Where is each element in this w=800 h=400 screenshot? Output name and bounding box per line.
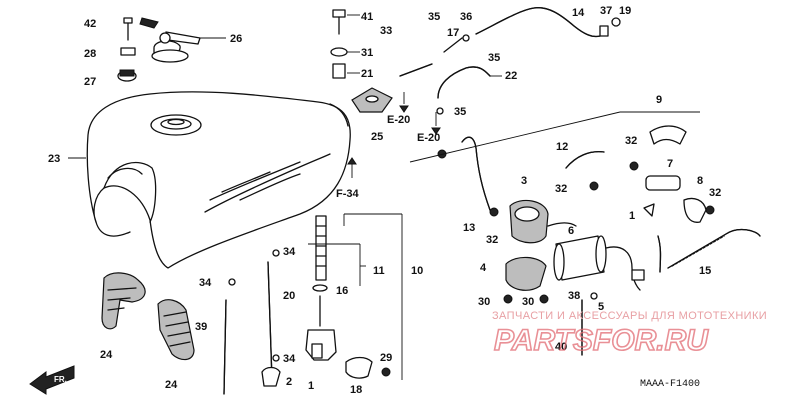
callout-33: 33 <box>380 25 392 37</box>
callout-31: 31 <box>361 47 373 59</box>
callout-13: 13 <box>463 222 475 234</box>
callout-34: 34 <box>199 277 212 289</box>
callout-34: 34 <box>283 246 296 258</box>
callout-10: 10 <box>411 265 423 277</box>
fuel-tank <box>68 91 351 269</box>
callout-24: 24 <box>100 349 113 361</box>
callout-20: 20 <box>283 290 295 302</box>
callout-7: 7 <box>667 158 673 170</box>
callout-16: 16 <box>336 285 348 297</box>
callout-25: 25 <box>371 131 383 143</box>
callout-5: 5 <box>598 301 604 313</box>
callout-38: 38 <box>568 290 580 302</box>
side-covers <box>101 272 195 361</box>
callout-12: 12 <box>556 141 568 153</box>
fuel-filter-assembly <box>565 125 761 273</box>
callout-36: 36 <box>460 11 472 23</box>
vent-hoses <box>399 7 621 115</box>
callout-22: 22 <box>505 70 517 82</box>
callout-35: 35 <box>454 106 466 118</box>
callout-35: 35 <box>488 52 500 64</box>
callout-11: 11 <box>373 265 385 277</box>
callout-40: 40 <box>555 341 567 353</box>
callout-3: 3 <box>521 175 527 187</box>
ref-label-f34: F-34 <box>336 188 360 200</box>
callout-39: 39 <box>195 321 207 333</box>
callout-37: 37 <box>600 5 612 17</box>
callout-32: 32 <box>486 234 498 246</box>
callout-41: 41 <box>361 11 373 23</box>
callout-35: 35 <box>428 11 440 23</box>
callout-14: 14 <box>572 7 585 19</box>
callout-1: 1 <box>308 380 314 392</box>
callout-18: 18 <box>350 384 362 396</box>
callout-24: 24 <box>165 379 178 391</box>
callout-27: 27 <box>84 76 96 88</box>
watermark-logo: PARTSFOR.RU <box>494 324 709 357</box>
callout-32: 32 <box>625 135 637 147</box>
callout-19: 19 <box>619 5 631 17</box>
front-arrow-icon: FR. <box>29 365 75 395</box>
watermark-tagline: ЗАПЧАСТИ И АКСЕССУАРЫ ДЛЯ МОТОТЕХНИКИ <box>492 310 767 322</box>
callout-34: 34 <box>283 353 296 365</box>
callout-21: 21 <box>361 68 373 80</box>
front-label: FR. <box>54 375 67 384</box>
ref-label-e20-upper: E-20 <box>387 114 410 126</box>
callout-30: 30 <box>522 296 534 308</box>
callout-28: 28 <box>84 48 96 60</box>
fuel-valve-assembly <box>223 213 403 395</box>
callout-26: 26 <box>230 33 242 45</box>
callout-4: 4 <box>480 262 487 274</box>
mount-bolt-assembly <box>330 9 393 113</box>
fuel-cap-assembly <box>117 17 226 82</box>
callout-32: 32 <box>709 187 721 199</box>
reference-arrows <box>347 92 700 178</box>
callout-2: 2 <box>286 376 292 388</box>
diagram-code: MAAA-F1400 <box>640 379 700 390</box>
callout-42: 42 <box>84 18 96 30</box>
callout-32: 32 <box>555 183 567 195</box>
callout-29: 29 <box>380 352 392 364</box>
callout-9: 9 <box>656 94 662 106</box>
ref-label-e20-lower: E-20 <box>417 132 440 144</box>
callout-23: 23 <box>48 153 60 165</box>
fuel-pump-assembly <box>437 136 645 356</box>
callout-1: 1 <box>629 210 635 222</box>
callout-15: 15 <box>699 265 711 277</box>
callout-6: 6 <box>568 225 574 237</box>
callout-30: 30 <box>478 296 490 308</box>
callout-17: 17 <box>447 27 459 39</box>
callout-8: 8 <box>697 175 703 187</box>
